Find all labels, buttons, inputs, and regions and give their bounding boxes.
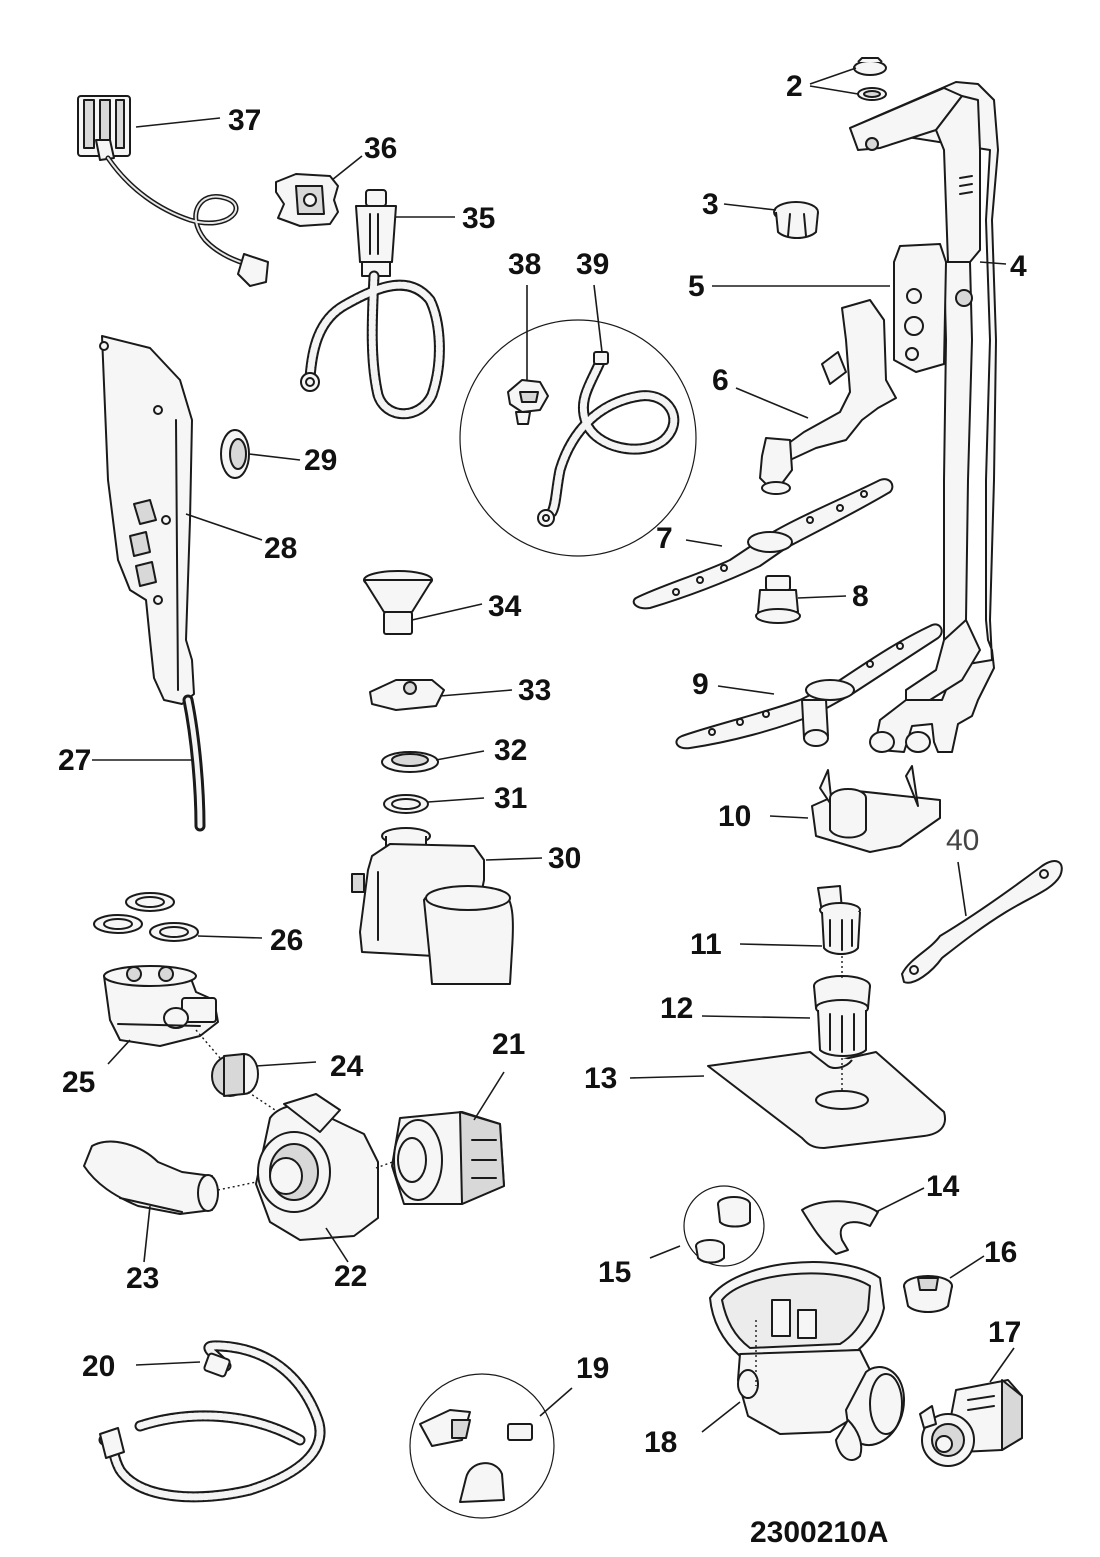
label-8: 8 [852, 580, 869, 613]
label-34: 34 [488, 590, 522, 623]
part-20-drain-hose [98, 1340, 326, 1503]
label-10: 10 [718, 800, 751, 833]
label-32: 32 [494, 734, 527, 767]
label-13: 13 [584, 1062, 617, 1095]
part-36-hose-clip [275, 155, 363, 227]
label-30: 30 [548, 842, 581, 875]
label-40: 40 [946, 824, 979, 857]
label-27: 27 [58, 744, 91, 777]
part-17-drain-pump [919, 1347, 1023, 1467]
part-40-spray-arm [901, 860, 1063, 984]
label-19: 19 [576, 1352, 609, 1385]
part-32-nut [381, 750, 485, 773]
part-18-sump [701, 1261, 905, 1461]
part-28-side-panel [99, 335, 263, 705]
label-2: 2 [786, 70, 803, 103]
part-3-cap [723, 201, 819, 239]
label-21: 21 [492, 1028, 525, 1061]
part-26-gaskets [93, 892, 263, 942]
part-31-seal [383, 794, 485, 814]
label-11: 11 [690, 928, 722, 961]
part-22-pump-housing [255, 1093, 399, 1263]
callout-circle-15 [649, 1185, 765, 1267]
part-21-circulation-motor [391, 1071, 505, 1205]
label-9: 9 [692, 668, 709, 701]
part-30-salt-container [351, 827, 543, 985]
label-35: 35 [462, 202, 495, 235]
label-4: 4 [1010, 250, 1027, 283]
label-31: 31 [494, 782, 527, 815]
label-5: 5 [688, 270, 705, 303]
part-2-nut [809, 57, 887, 101]
label-14: 14 [926, 1170, 960, 1203]
label-26: 26 [270, 924, 303, 957]
label-36: 36 [364, 132, 397, 165]
part-13-filter-plate [629, 1051, 946, 1149]
part-5-manifold [712, 243, 973, 373]
part-11-fine-filter [739, 885, 861, 955]
label-18: 18 [644, 1426, 677, 1459]
part-25-diverter [103, 965, 219, 1065]
label-12: 12 [660, 992, 693, 1025]
part-29-bushing [220, 429, 301, 479]
label-37: 37 [228, 104, 261, 137]
part-35-inlet-hose [300, 189, 455, 420]
label-16: 16 [984, 1236, 1017, 1269]
label-33: 33 [518, 674, 551, 707]
part-4-water-pipe [849, 81, 1007, 753]
label-38: 38 [508, 248, 541, 281]
label-29: 29 [304, 444, 337, 477]
label-3: 3 [702, 188, 719, 221]
part-23-elbow [83, 1140, 267, 1263]
callout-circle-38-39 [459, 284, 697, 557]
part-16-float [903, 1255, 985, 1313]
drawing-code: 2300210A [750, 1516, 888, 1549]
part-34-funnel [363, 570, 483, 635]
part-6-upper-feed [735, 299, 897, 495]
label-39: 39 [576, 248, 609, 281]
label-28: 28 [264, 532, 297, 565]
label-20: 20 [82, 1350, 115, 1383]
part-37-power-cord [77, 95, 269, 287]
label-17: 17 [988, 1316, 1021, 1349]
part-8-nozzle [755, 575, 847, 624]
callout-circle-19 [409, 1373, 573, 1519]
part-7-upper-spray-arm [632, 478, 894, 610]
part-10-base-bracket [769, 765, 941, 853]
callout-labels: 2 3 4 5 6 7 8 9 10 11 12 13 14 15 16 17 … [58, 70, 1027, 1459]
part-33-cap [369, 679, 513, 711]
label-15: 15 [598, 1256, 631, 1289]
label-7: 7 [656, 522, 673, 555]
label-23: 23 [126, 1262, 159, 1295]
part-14-cover [801, 1187, 925, 1255]
label-24: 24 [330, 1050, 364, 1083]
label-25: 25 [62, 1066, 95, 1099]
part-24-connector [195, 1029, 317, 1121]
label-22: 22 [334, 1260, 367, 1293]
label-6: 6 [712, 364, 729, 397]
part-27-tube [92, 694, 206, 832]
part-12-filter-cylinder [701, 956, 871, 1057]
part-9-lower-spray-arm [675, 623, 943, 750]
